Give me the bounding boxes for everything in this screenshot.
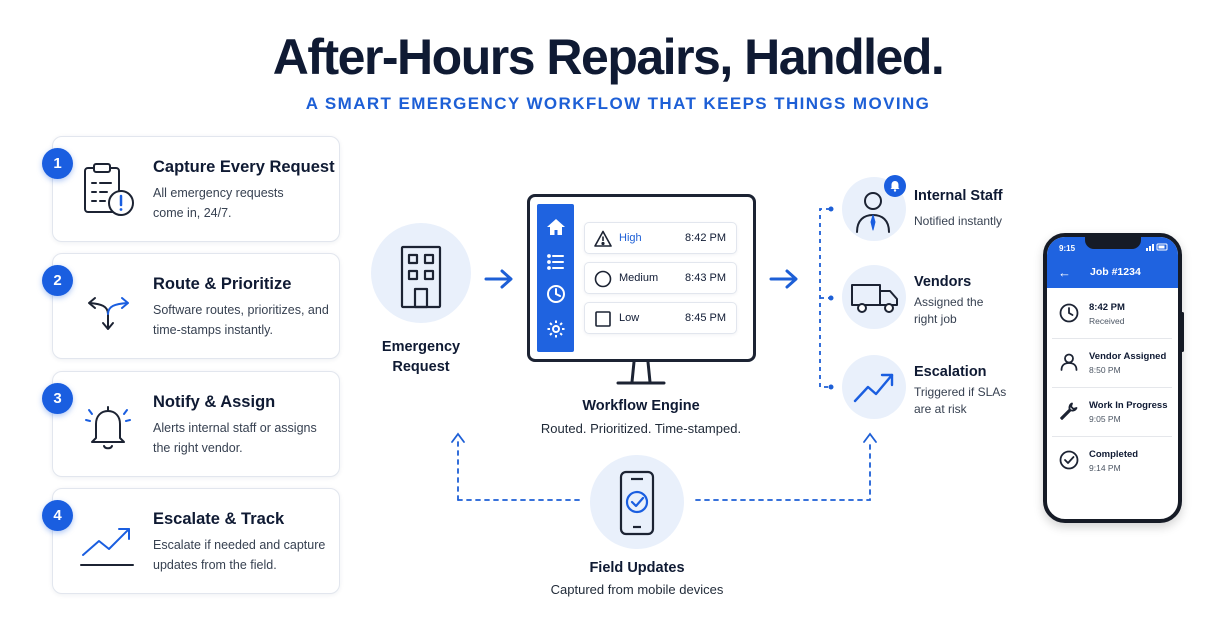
field-label: Field Updates [589,560,685,576]
bell-icon [890,181,900,192]
priority-time: 8:42 PM [685,232,726,244]
priority-label: Low [619,312,640,324]
output-title: Escalation [914,364,987,380]
output-desc: Assigned the right job [914,295,984,326]
page-subtitle: A SMART EMERGENCY WORKFLOW THAT KEEPS TH… [305,94,931,113]
trend-up-icon [853,373,894,403]
person-icon [1060,353,1078,371]
clock-icon [547,285,565,303]
timeline-title: 8:42 PM [1089,302,1125,313]
escalation-circle [842,355,906,419]
step-card-escalate: Escalate & Track Escalate if needed and … [52,488,340,594]
home-icon [547,219,565,235]
split-arrows-icon [88,297,129,330]
check-circle-icon [1059,450,1079,470]
mobile-check-icon [619,470,655,536]
step-number-3: 3 [42,383,73,414]
warning-triangle-icon [594,230,612,247]
clipboard-alert-icon [84,163,134,216]
priority-row-low: Low 8:45 PM [584,302,737,334]
timeline-item[interactable]: 8:42 PM Received [1052,290,1172,339]
step-number-2: 2 [42,265,73,296]
output-title: Internal Staff [914,188,1003,204]
step-number-4: 4 [42,500,73,531]
signal-battery-icon [1146,243,1168,251]
timeline-sub: 9:14 PM [1089,463,1121,473]
back-arrow-icon[interactable]: ← [1058,265,1071,280]
workflow-monitor: High 8:42 PM Medium 8:43 PM Low 8:45 PM [527,194,756,362]
timeline-sub: 8:50 PM [1089,365,1121,375]
engine-label: Workflow Engine [582,398,700,414]
step-card-notify: Notify & Assign Alerts internal staff or… [52,371,340,477]
monitor-stand [616,362,666,385]
feedback-loop-connector [451,432,877,501]
priority-label: High [619,232,642,244]
priority-time: 8:43 PM [685,272,726,284]
step-desc: Escalate if needed and capture updates f… [153,538,326,572]
timeline-title: Vendor Assigned [1089,351,1167,362]
step-card-capture: Capture Every Request All emergency requ… [52,136,340,242]
building-icon [400,245,442,309]
timeline-item[interactable]: Completed 9:14 PM [1052,437,1172,486]
timeline-title: Work In Progress [1089,400,1168,411]
step-title: Escalate & Track [153,510,285,528]
circle-icon [594,270,612,288]
output-title: Vendors [914,274,972,290]
timeline-item[interactable]: Work In Progress 9:05 PM [1052,388,1172,437]
arrow-right-icon [484,269,513,289]
list-icon [547,254,564,270]
phone-notch [1085,237,1141,249]
output-desc: Triggered if SLAs are at risk [914,385,1007,416]
step-number-1: 1 [42,148,73,179]
staff-person-icon [856,192,890,233]
timeline-item[interactable]: Vendor Assigned 8:50 PM [1052,339,1172,388]
step-title: Capture Every Request [153,158,335,176]
step-desc: All emergency requests come in, 24/7. [153,186,284,220]
arrow-right-icon [769,269,798,289]
square-icon [595,311,611,327]
job-title: Job #1234 [1090,266,1141,278]
priority-row-medium: Medium 8:43 PM [584,262,737,294]
request-label: Emergency Request [381,339,461,375]
phone-mockup: 9:15 ← Job #1234 8:42 PM Received Vendor… [1043,233,1182,523]
timeline-title: Completed [1089,449,1139,460]
truck-icon [851,284,898,313]
field-sub: Captured from mobile devices [550,582,724,597]
step-title: Notify & Assign [153,393,276,411]
step-card-route: Route & Prioritize Software routes, prio… [52,253,340,359]
engine-sub: Routed. Prioritized. Time-stamped. [540,421,742,436]
page-title: After-Hours Repairs, Handled. [272,29,945,85]
phone-header: 9:15 ← Job #1234 [1047,237,1178,288]
trend-up-icon [80,528,134,566]
priority-label: Medium [619,272,659,284]
bell-icon [85,406,131,450]
gear-icon [547,320,565,338]
timeline-sub: Received [1089,316,1125,326]
timeline-sub: 9:05 PM [1089,414,1121,424]
phone-clock: 9:15 [1059,244,1076,253]
monitor-sidebar [537,204,574,352]
wrench-icon [1060,402,1078,420]
output-desc: Notified instantly [914,214,1003,228]
step-desc: Alerts internal staff or assigns the rig… [153,421,317,455]
branch-connector [819,206,834,390]
phone-side-button [1181,312,1184,352]
step-desc: Software routes, prioritizes, and time-s… [153,303,329,337]
priority-row-high: High 8:42 PM [584,222,737,254]
step-title: Route & Prioritize [153,275,292,293]
priority-time: 8:45 PM [685,312,726,324]
clock-icon [1059,303,1079,323]
